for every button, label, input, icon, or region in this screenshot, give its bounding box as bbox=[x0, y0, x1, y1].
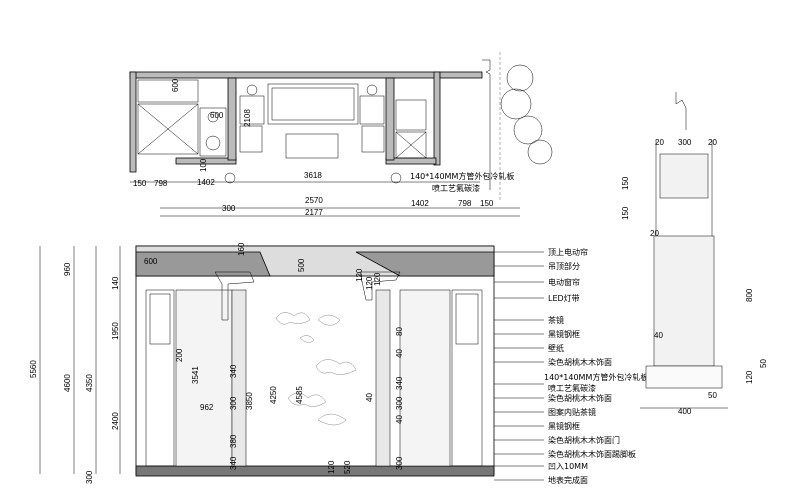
elev-dim-4350: 4350 bbox=[85, 374, 94, 392]
column-section: 20 300 20 150 150 20 800 50 120 50 40 40… bbox=[621, 92, 768, 416]
section-cap bbox=[659, 153, 709, 199]
label-recess: 凹入10MM bbox=[548, 462, 588, 471]
left-column bbox=[231, 289, 247, 467]
inner-dim-380: 380 bbox=[229, 434, 238, 448]
elev-dim-960: 960 bbox=[63, 262, 72, 276]
plan-dim-2108: 2108 bbox=[243, 109, 252, 127]
plan-dim-2570: 2570 bbox=[305, 196, 323, 205]
plan-dim-1402: 1402 bbox=[197, 178, 215, 187]
sec-dim-300: 300 bbox=[678, 138, 692, 147]
sec-dim-150b: 150 bbox=[621, 206, 630, 220]
plan-dim-300: 300 bbox=[222, 204, 236, 213]
inner-dim-200: 200 bbox=[175, 348, 184, 362]
inner-dim-340b: 340 bbox=[229, 456, 238, 470]
elev-dim-300: 300 bbox=[85, 470, 94, 484]
label-steel-tube: 140*140MM方管外包冷轧板 bbox=[544, 372, 648, 382]
elev-dim-5560: 5560 bbox=[29, 360, 38, 378]
inner-dim-340c: 340 bbox=[395, 376, 404, 390]
plan-dim-100: 100 bbox=[199, 158, 208, 172]
sec-dim-20a: 20 bbox=[655, 138, 664, 147]
label-led: LED灯带 bbox=[548, 293, 580, 303]
inner-dim-300c: 300 bbox=[395, 456, 404, 470]
plan-dim-600b: 600 bbox=[210, 111, 224, 120]
label-floor: 地表完成面 bbox=[548, 475, 588, 485]
label-electric-curtain: 电动窗帘 bbox=[548, 277, 580, 287]
plan-dim-600a: 600 bbox=[171, 78, 180, 92]
plan-dim-3618: 3618 bbox=[304, 171, 322, 180]
right-column bbox=[375, 289, 391, 467]
label-ceiling: 吊顶部分 bbox=[548, 261, 580, 271]
plan-left-wall bbox=[129, 71, 137, 173]
elev-dim-160: 160 bbox=[237, 242, 246, 256]
elev-dim-120c: 120 bbox=[373, 272, 382, 286]
label-walnut-skirting: 染色胡桃木木饰面踢脚板 bbox=[548, 449, 636, 459]
sec-dim-120: 120 bbox=[745, 370, 754, 384]
inner-dim-520: 520 bbox=[343, 460, 352, 474]
material-labels: 顶上电动帘 吊顶部分 电动窗帘 LED灯带 茶镜 黑镜钢框 壁纸 染色胡桃木木饰… bbox=[544, 247, 648, 485]
label-ceiling-curtain: 顶上电动帘 bbox=[548, 247, 588, 257]
elev-dim-2400: 2400 bbox=[111, 412, 120, 430]
label-walnut-1: 染色胡桃木木饰面 bbox=[548, 357, 612, 367]
label-walnut-2: 染色胡桃木木饰面 bbox=[548, 393, 612, 403]
elev-dim-600: 600 bbox=[144, 257, 158, 266]
label-black-frame: 黑镜钢框 bbox=[548, 329, 580, 339]
label-pattern-mirror: 图案内贴茶镜 bbox=[548, 407, 596, 417]
sec-dim-20b: 20 bbox=[708, 138, 717, 147]
sec-dim-20c: 20 bbox=[650, 229, 659, 238]
plan-right-wall bbox=[433, 71, 441, 166]
sec-dim-50b: 50 bbox=[708, 391, 717, 400]
inner-dim-120: 120 bbox=[327, 460, 336, 474]
label-paint: 喷工艺氟碳漆 bbox=[548, 383, 596, 393]
inner-dim-3850: 3850 bbox=[245, 392, 254, 410]
floor-plan: 600 600 2108 100 150 798 1402 3618 140*1… bbox=[129, 52, 553, 217]
sec-dim-40: 40 bbox=[654, 331, 663, 340]
sec-dim-400: 400 bbox=[678, 407, 692, 416]
inner-dim-40a: 40 bbox=[395, 349, 404, 358]
sec-dim-50a: 50 bbox=[759, 359, 768, 368]
plan-outer-wall bbox=[129, 71, 441, 79]
inner-dim-40c: 40 bbox=[395, 415, 404, 424]
plan-dim-798: 798 bbox=[154, 179, 168, 188]
inner-dim-4250: 4250 bbox=[269, 386, 278, 404]
label-wallpaper: 壁纸 bbox=[548, 343, 564, 353]
label-black-frame-2: 黑镜钢框 bbox=[548, 421, 580, 431]
elev-dim-1950: 1950 bbox=[111, 322, 120, 340]
inner-dim-300b: 300 bbox=[395, 396, 404, 410]
elevation: 600 160 500 120 120 120 5560 960 140 195… bbox=[29, 242, 648, 485]
elev-dim-120a: 120 bbox=[355, 268, 364, 282]
plan-dim-1402b: 1402 bbox=[411, 199, 429, 208]
inner-dim-3541: 3541 bbox=[191, 366, 200, 384]
plan-note-steel: 140*140MM方管外包冷轧板 bbox=[410, 171, 514, 181]
label-walnut-door: 染色胡桃木木饰面门 bbox=[548, 435, 620, 445]
plan-dim-2177: 2177 bbox=[305, 208, 323, 217]
inner-dim-4585: 4585 bbox=[295, 386, 304, 404]
inner-dim-300a: 300 bbox=[229, 396, 238, 410]
plan-dim-150b: 150 bbox=[480, 199, 494, 208]
plan-dim-798b: 798 bbox=[458, 199, 472, 208]
sec-dim-150a: 150 bbox=[621, 176, 630, 190]
elev-dim-500: 500 bbox=[297, 258, 306, 272]
elev-dim-4600: 4600 bbox=[63, 374, 72, 392]
plan-note-paint: 喷工艺氟碳漆 bbox=[432, 183, 480, 193]
plan-dim-150: 150 bbox=[133, 179, 147, 188]
section-body bbox=[653, 235, 715, 367]
inner-dim-340a: 340 bbox=[229, 364, 238, 378]
floor-slab bbox=[135, 465, 495, 477]
elev-dim-120b: 120 bbox=[365, 276, 374, 290]
inner-dim-80: 80 bbox=[395, 327, 404, 336]
cloud-pattern-icon bbox=[275, 312, 357, 426]
inner-dim-962: 962 bbox=[200, 403, 214, 412]
sec-dim-800: 800 bbox=[745, 288, 754, 302]
section-base bbox=[645, 365, 723, 389]
elev-dim-140: 140 bbox=[111, 276, 120, 290]
inner-dim-40b: 40 bbox=[365, 393, 374, 402]
label-tea-mirror: 茶镜 bbox=[548, 315, 564, 325]
